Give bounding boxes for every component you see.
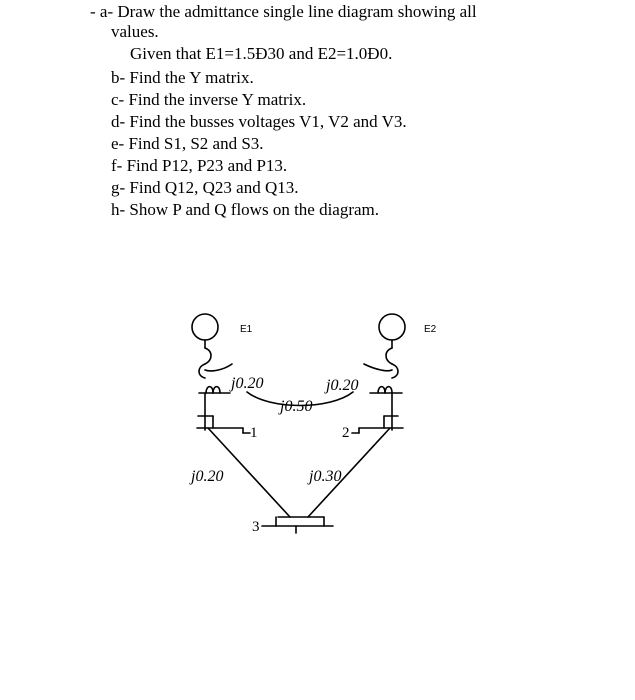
bus-3-bar xyxy=(261,516,334,534)
bus-1-label: 1 xyxy=(250,425,258,441)
reactance-label-gen-1: j0.20 xyxy=(189,468,223,485)
source-1-label: E1 xyxy=(240,324,253,335)
reactance-label-gen-2: j0.20 xyxy=(324,377,358,394)
reactance-label-line-1-2: j0.50 xyxy=(278,398,312,415)
reactance-gen-2 xyxy=(369,385,403,431)
reactance-gen-1 xyxy=(198,385,231,431)
question-e: e- Find S1, S2 and S3. xyxy=(111,134,264,153)
given-values: Given that E1=1.5Đ30 and E2=1.0Đ0. xyxy=(130,44,393,63)
line-1-2 xyxy=(246,391,354,407)
line-2-3 xyxy=(307,427,391,518)
generator-2-symbol xyxy=(363,313,406,379)
question-a-line-2: values. xyxy=(111,22,159,41)
question-b: b- Find the Y matrix. xyxy=(111,68,254,87)
line-1-3 xyxy=(207,427,291,518)
bus-1-bar xyxy=(196,415,251,434)
bus-2-bar xyxy=(351,415,404,434)
bus-2-label: 2 xyxy=(342,425,350,441)
reactance-label-line-2-3: j0.30 xyxy=(307,468,341,485)
source-2-label: E2 xyxy=(424,324,437,335)
generator-1-symbol xyxy=(191,313,233,379)
bus-3-label: 3 xyxy=(252,519,260,535)
reactance-label-line-1-3: j0.20 xyxy=(229,375,263,392)
question-f: f- Find P12, P23 and P13. xyxy=(111,156,288,175)
question-a-line-1: - a- Draw the admittance single line dia… xyxy=(90,2,477,21)
question-h: h- Show P and Q flows on the diagram. xyxy=(111,200,380,219)
question-d: d- Find the busses voltages V1, V2 and V… xyxy=(111,112,407,131)
question-c: c- Find the inverse Y matrix. xyxy=(111,90,307,109)
question-g: g- Find Q12, Q23 and Q13. xyxy=(111,178,299,197)
